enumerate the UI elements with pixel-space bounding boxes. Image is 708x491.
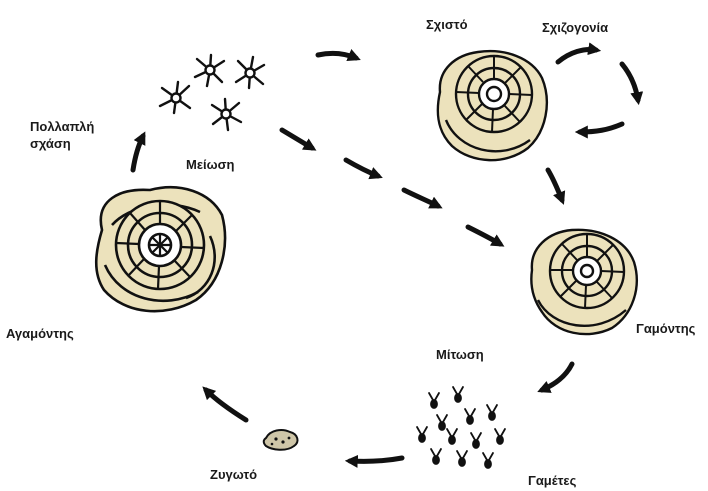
label-agamont: Αγαμόντης <box>6 325 74 342</box>
label-meiosis: Μείωση <box>186 156 234 173</box>
zygote-cell <box>264 430 298 450</box>
label-gametes: Γαμέτες <box>528 472 576 489</box>
label-zygote: Ζυγωτό <box>210 466 257 483</box>
label-mitosis: Μίτωση <box>436 346 484 363</box>
label-multiple-fission-line2: σχάση <box>30 135 94 152</box>
gametes-cluster <box>417 387 505 468</box>
gamont-shell <box>531 230 636 334</box>
label-schizogony: Σχιζογονία <box>542 19 608 36</box>
schizont-shell <box>438 51 547 160</box>
label-multiple-fission: Πολλαπλή σχάση <box>30 118 94 152</box>
meiosis-spores <box>160 55 264 130</box>
label-multiple-fission-line1: Πολλαπλή <box>30 118 94 135</box>
label-gamont: Γαμόντης <box>636 320 695 337</box>
label-schizont: Σχιστό <box>426 16 468 33</box>
agamont-shell <box>96 187 225 311</box>
